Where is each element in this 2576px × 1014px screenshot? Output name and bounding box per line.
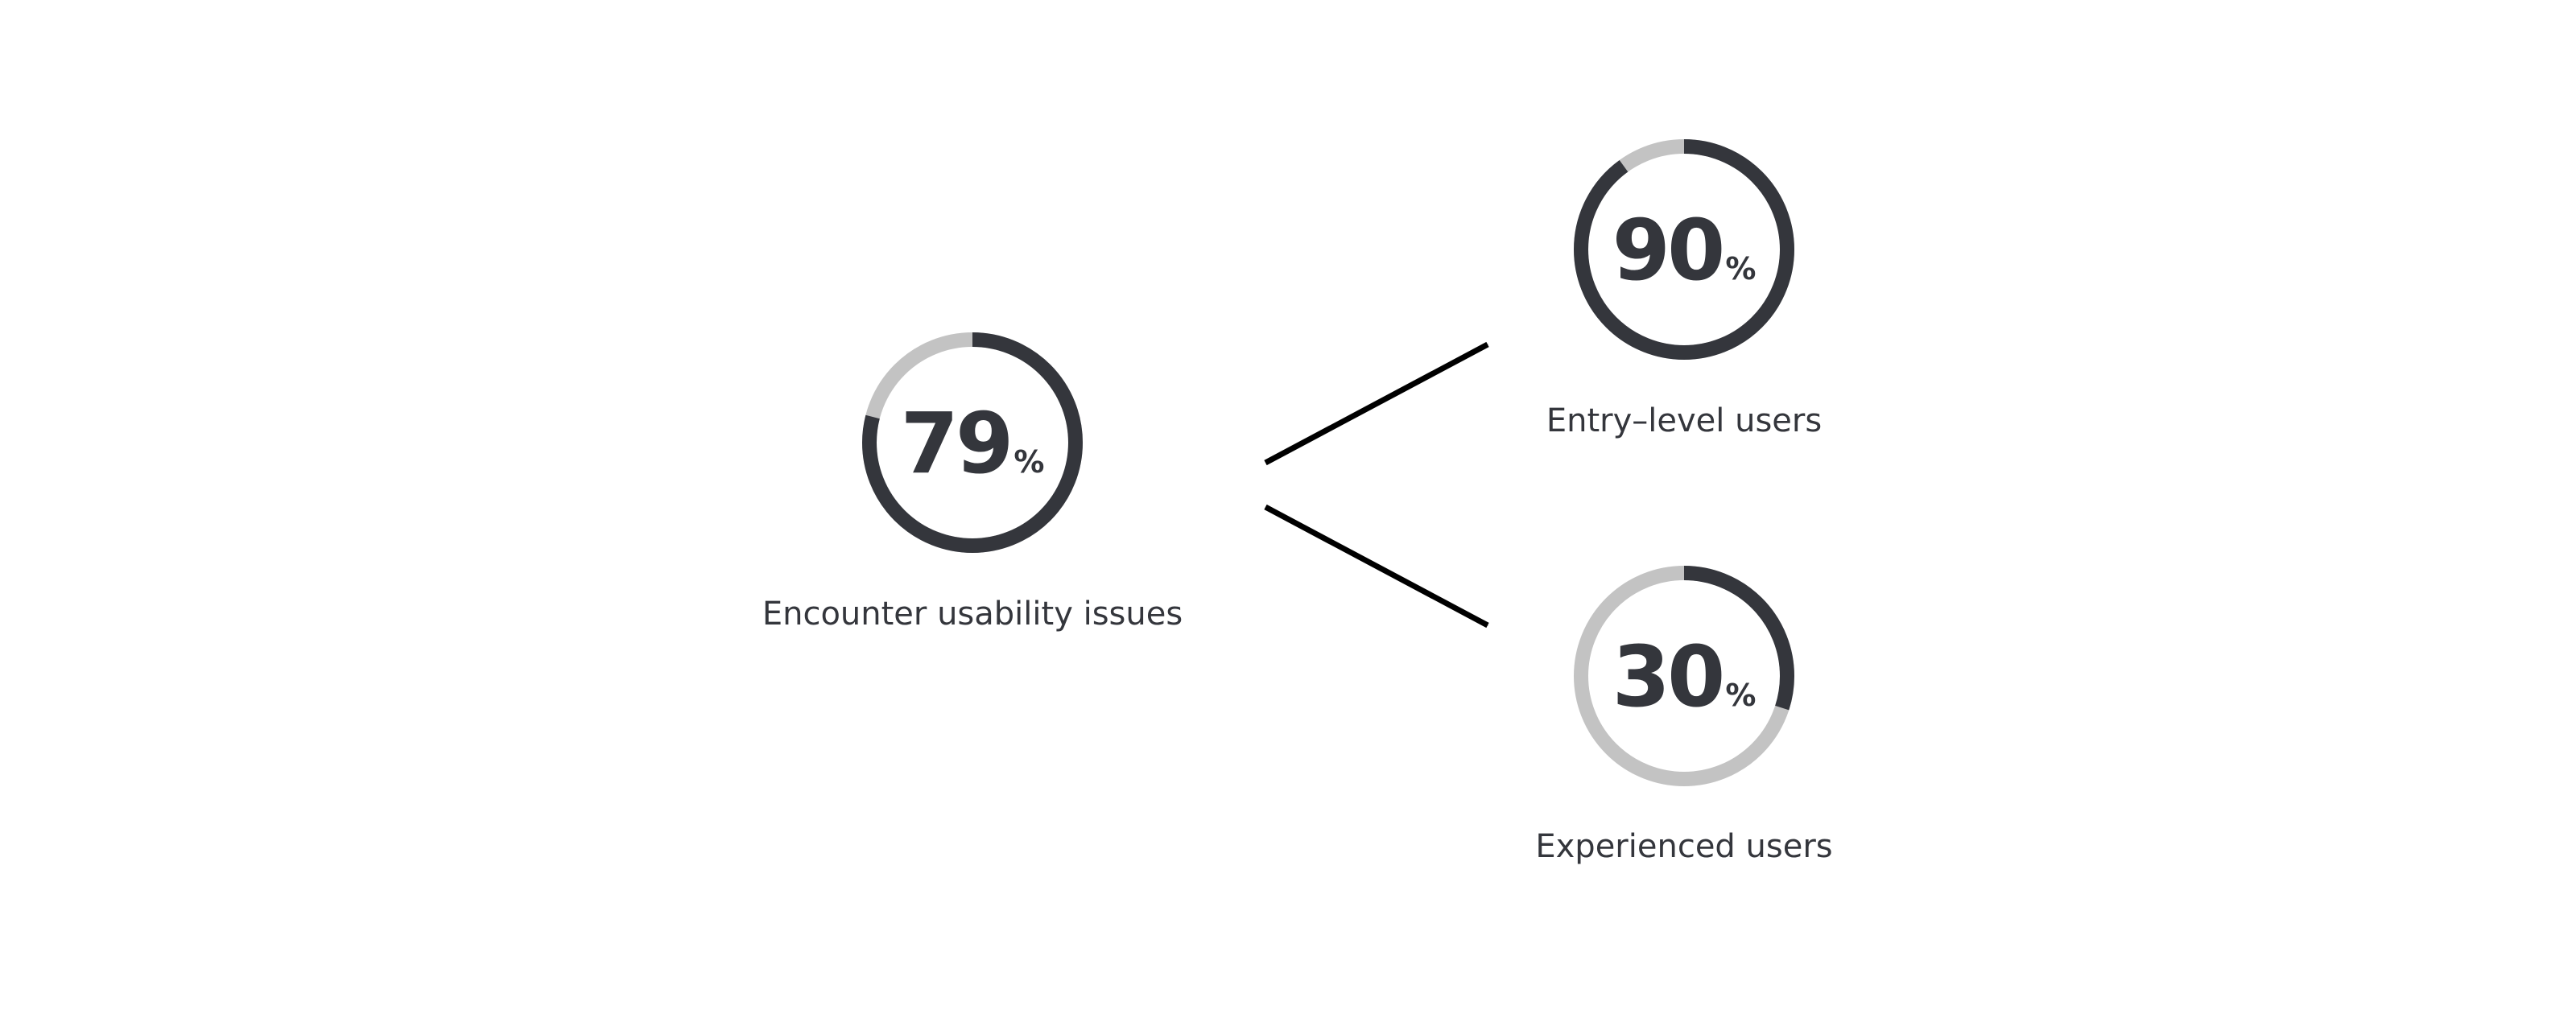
- arrow-to-entry: [1264, 341, 1489, 466]
- stat-entry: 90% Entry–level users: [1546, 139, 1822, 439]
- stat-value-text-entry: 90%: [1612, 201, 1757, 299]
- stat-value-entry: 90: [1612, 201, 1723, 299]
- stat-unit-encounter: %: [1013, 444, 1044, 480]
- stat-value-text-experienced: 30%: [1612, 628, 1757, 726]
- ring-progress-entry: [1574, 139, 1794, 360]
- stat-unit-experienced: %: [1725, 678, 1756, 713]
- ring-progress-experienced: [1574, 566, 1794, 786]
- stat-label-experienced: Experienced users: [1535, 828, 1832, 865]
- stat-label-entry: Entry–level users: [1546, 402, 1822, 439]
- stat-value-encounter: 79: [901, 394, 1011, 493]
- arrow-to-experienced: [1264, 504, 1489, 629]
- ring-progress-encounter: [862, 332, 1083, 553]
- stat-label-encounter: Encounter usability issues: [762, 596, 1183, 633]
- stat-unit-entry: %: [1725, 251, 1756, 286]
- stat-encounter: 79% Encounter usability issues: [762, 332, 1183, 633]
- stat-value-experienced: 30: [1612, 628, 1723, 726]
- stat-experienced: 30% Experienced users: [1535, 566, 1833, 865]
- stat-value-text-encounter: 79%: [901, 394, 1045, 493]
